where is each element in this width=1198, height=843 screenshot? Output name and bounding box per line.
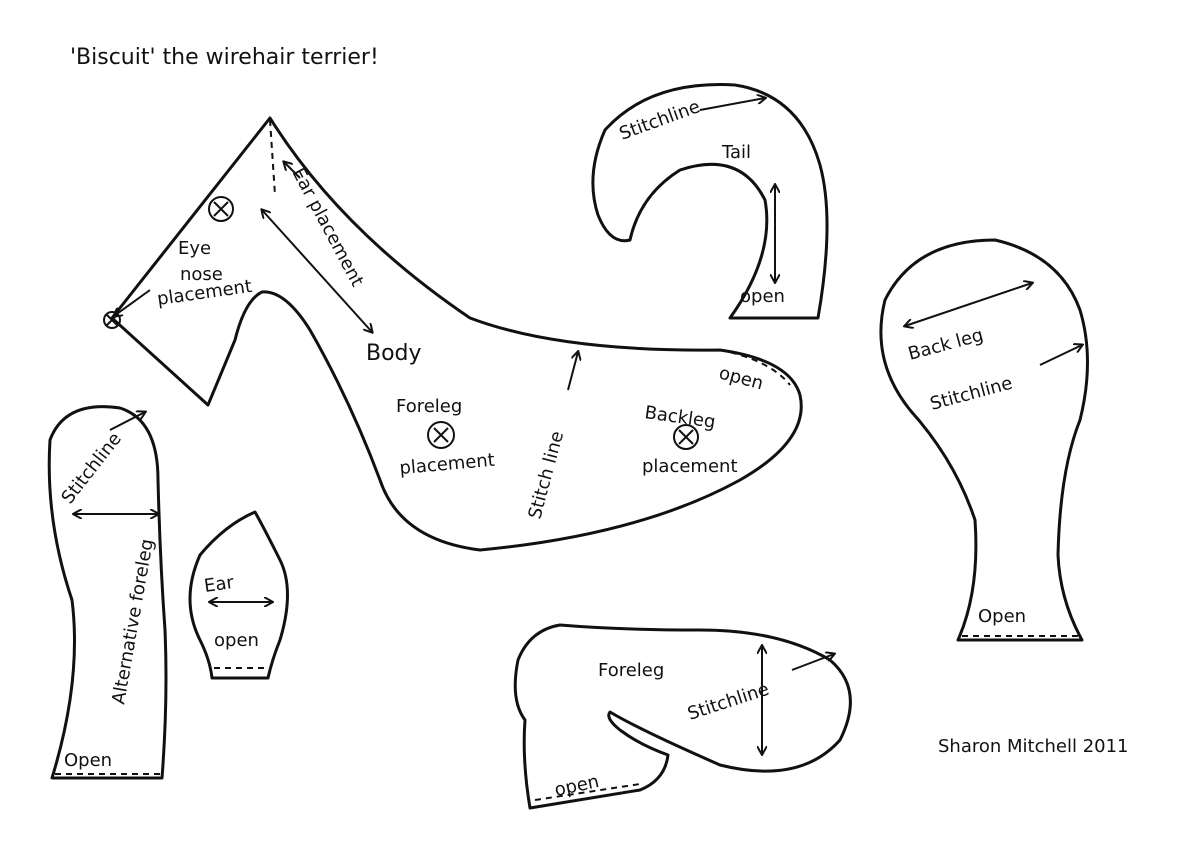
alt-foreleg-stitchline-label: Stitchline: [57, 429, 125, 508]
backleg-placement-sub: placement: [642, 456, 738, 477]
backleg-mark-icon: [673, 424, 699, 450]
tail-outline: [591, 83, 829, 320]
body-piece: Eye nose placement Ear placement Body Fo…: [103, 116, 803, 552]
body-outline: [110, 116, 803, 552]
tail-label: Tail: [721, 142, 751, 163]
back-leg-piece: Back leg Stitchline Open: [879, 238, 1089, 642]
eye-label: Eye: [178, 238, 211, 259]
back-leg-width-arrow: [905, 283, 1032, 326]
signature: Sharon Mitchell 2011: [938, 736, 1129, 757]
ear-piece: Ear open: [188, 510, 289, 680]
foreleg-stitch-arrow: [791, 654, 834, 671]
alt-foreleg-label: Alternative foreleg: [108, 537, 158, 706]
ear-outline: [188, 510, 289, 680]
ear-open-label: open: [214, 630, 259, 651]
alt-foreleg-open-label: Open: [64, 750, 112, 771]
backleg-cross-icon: [678, 429, 694, 445]
ear-short-arrow: [284, 162, 301, 179]
stitch-arrow: [567, 352, 578, 391]
nose-arrow: [114, 289, 151, 316]
ear-placement-line: [269, 119, 276, 196]
body-open-dots: [719, 349, 791, 386]
back-leg-open-label: Open: [978, 606, 1026, 627]
ear-label: Ear: [203, 572, 236, 597]
foreleg-open-line: [534, 783, 641, 801]
alt-foreleg-outline: [47, 405, 168, 780]
nose-label: nose: [180, 264, 223, 285]
foreleg-placement-sub: placement: [399, 450, 496, 479]
tail-open-label: open: [740, 286, 785, 307]
backleg-placement-title: Backleg: [643, 402, 716, 433]
back-leg-stitch-arrow: [1039, 345, 1082, 366]
alt-foreleg-stitch-arrow: [109, 412, 145, 431]
foreleg-outline: [513, 623, 852, 810]
foreleg-mark-icon: [427, 421, 455, 449]
eye-mark-icon: [208, 196, 234, 222]
foreleg-cross-icon: [433, 427, 449, 443]
tail-stitch-arrow: [699, 98, 765, 111]
foreleg-stitchline-label: Stitchline: [685, 679, 772, 725]
back-leg-stitchline-label: Stitchline: [928, 373, 1015, 415]
foreleg-piece: Foreleg Stitchline open: [513, 623, 852, 810]
tail-piece: Stitchline Tail open: [591, 83, 829, 320]
back-leg-outline: [879, 238, 1089, 642]
body-stitch-line-label: Stitch line: [525, 429, 569, 521]
back-leg-label: Back leg: [906, 325, 986, 365]
tail-stitchline-label: Stitchline: [617, 96, 703, 145]
ear-placement-label: Ear placement: [288, 164, 368, 290]
eye-cross-icon: [213, 201, 229, 217]
alt-foreleg-piece: Stitchline Alternative foreleg Open: [47, 405, 168, 780]
body-label: Body: [366, 341, 422, 366]
foreleg-placement-title: Foreleg: [396, 396, 462, 417]
pattern-title: 'Biscuit' the wirehair terrier!: [70, 45, 379, 70]
ear-arrow: [262, 210, 372, 332]
foreleg-label: Foreleg: [598, 660, 664, 681]
body-open-label: open: [717, 363, 766, 395]
